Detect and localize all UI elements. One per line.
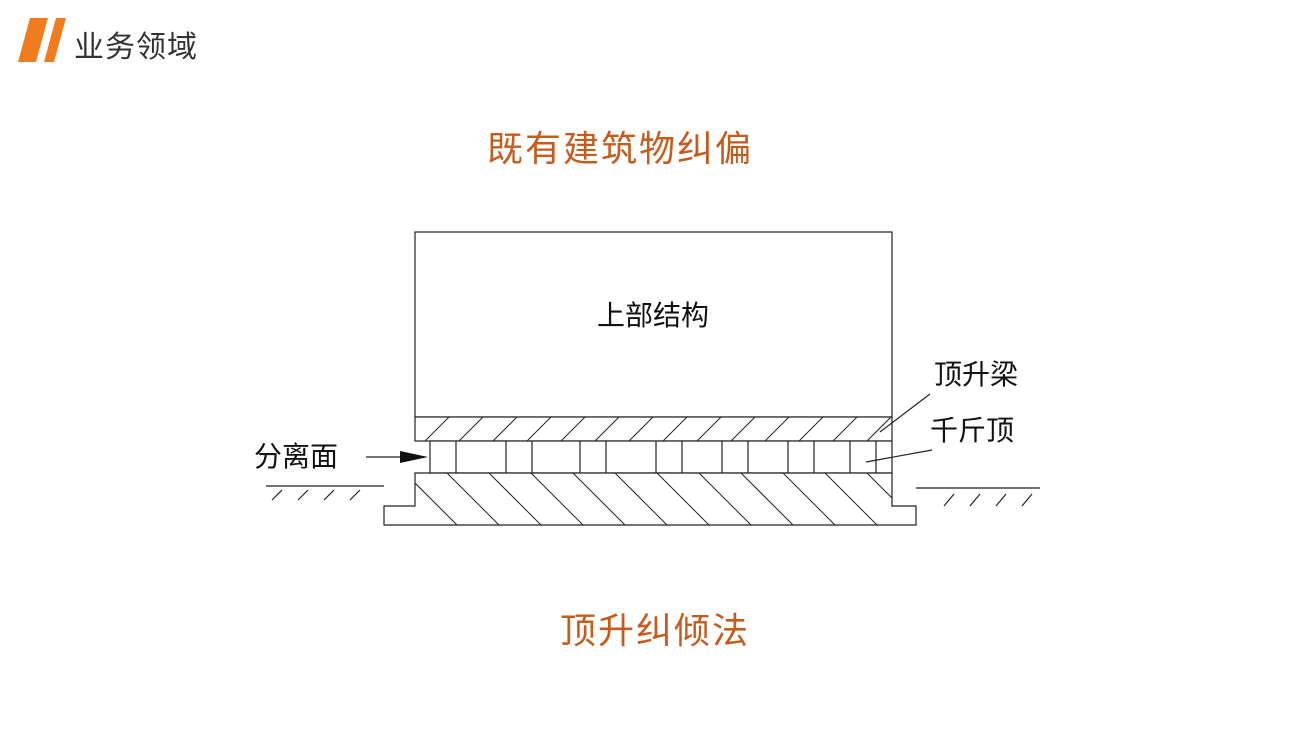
foundation-hatch-line bbox=[698, 473, 752, 525]
double-slash-logo-icon bbox=[18, 18, 66, 62]
beam-hatch-line bbox=[415, 417, 416, 418]
beam-hatch-line bbox=[526, 417, 552, 441]
beam-hatch-line bbox=[832, 417, 858, 441]
foundation-hatch-line bbox=[530, 473, 584, 525]
upper-structure-label: 上部结构 bbox=[597, 299, 709, 332]
beam-hatch-line bbox=[866, 417, 892, 441]
separation-arrow-icon bbox=[366, 451, 428, 463]
beam-hatch-line bbox=[492, 417, 518, 441]
jacking-beam-hatch bbox=[415, 417, 925, 441]
foundation-hatch-line bbox=[488, 473, 542, 525]
foundation-outline bbox=[383, 472, 917, 526]
foundation-hatch-line bbox=[446, 473, 500, 525]
beam-hatch-line bbox=[730, 417, 756, 441]
foundation-hatch-line bbox=[740, 473, 794, 525]
slide-title: 既有建筑物纠偏 bbox=[486, 129, 753, 170]
foundation-hatch-line bbox=[866, 473, 892, 499]
beam-hatch-line bbox=[424, 417, 450, 441]
beam-hatch-line bbox=[798, 417, 824, 441]
ground-left bbox=[266, 485, 384, 501]
ground-right bbox=[916, 487, 1040, 507]
beam-hatch-line bbox=[901, 417, 925, 441]
beam-hatch-line bbox=[696, 417, 722, 441]
jacking-beam-leader bbox=[879, 393, 931, 433]
beam-hatch-line bbox=[458, 417, 484, 441]
section-title: 业务领域 bbox=[74, 30, 198, 65]
header: 业务领域 bbox=[18, 18, 318, 65]
method-caption: 顶升纠倾法 bbox=[559, 611, 750, 652]
jack-row bbox=[429, 440, 893, 474]
foundation-hatch-line bbox=[572, 473, 626, 525]
foundation-hatch-line bbox=[782, 473, 836, 525]
foundation-hatch-line bbox=[614, 473, 668, 525]
jacking-beam-label: 顶升梁 bbox=[934, 358, 1018, 391]
upper-structure-block bbox=[414, 231, 893, 418]
jacking-beam bbox=[414, 416, 893, 442]
foundation-hatch-line bbox=[656, 473, 710, 525]
beam-hatch-line bbox=[594, 417, 620, 441]
separation-surface-label: 分离面 bbox=[254, 440, 338, 473]
beam-hatch-line bbox=[662, 417, 688, 441]
foundation-hatch bbox=[415, 473, 961, 525]
jack-leader bbox=[865, 449, 933, 463]
foundation-hatch-line bbox=[415, 482, 458, 525]
beam-hatch-line bbox=[764, 417, 790, 441]
beam-hatch-line bbox=[628, 417, 654, 441]
beam-hatch-line bbox=[560, 417, 586, 441]
foundation-hatch-line bbox=[824, 473, 878, 525]
foundation-hatch-line bbox=[909, 473, 961, 525]
jack-label: 千斤顶 bbox=[930, 414, 1014, 447]
